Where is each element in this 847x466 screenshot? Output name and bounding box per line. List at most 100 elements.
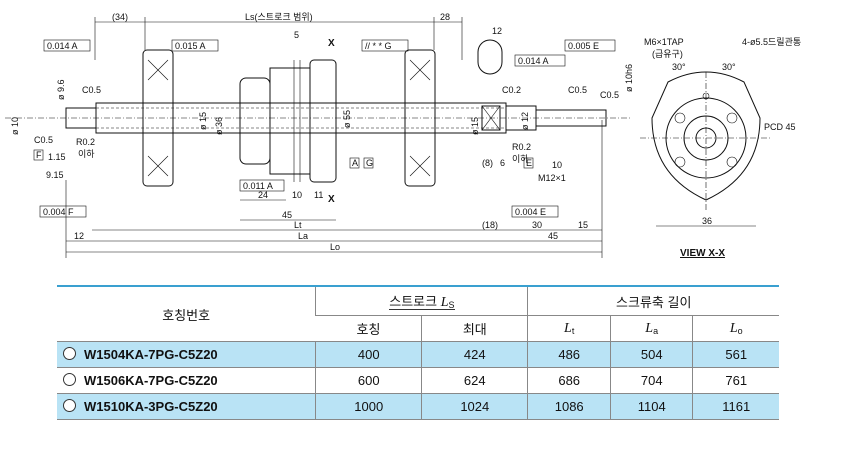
dim-lt: Lt (294, 220, 302, 230)
radio-button[interactable] (63, 373, 76, 386)
part-cell[interactable]: W1506KA-7PG-C5Z20 (57, 367, 316, 394)
tol-0004-f: 0.004 F (43, 207, 74, 217)
tol-0015-a: 0.015 A (175, 41, 206, 51)
la-cell: 504 (609, 341, 693, 368)
max-cell: 424 (421, 341, 528, 368)
header-la: La (609, 315, 693, 342)
datum-g: G (366, 158, 373, 168)
dim-6: 6 (500, 158, 505, 168)
section-x-top: X (328, 38, 335, 49)
dim-11: 11 (314, 190, 323, 200)
radio-button[interactable] (63, 399, 76, 412)
dim-5: 5 (294, 30, 299, 40)
radius-r02-right: R0.2 (512, 142, 531, 152)
part-cell[interactable]: W1510KA-3PG-C5Z20 (57, 393, 316, 420)
table-row[interactable]: W1504KA-7PG-C5Z20 400 424 486 504 561 (57, 341, 779, 368)
header-nominal: 호칭 (315, 315, 422, 342)
tap-label: M6×1TAP (644, 37, 684, 47)
radio-button[interactable] (63, 347, 76, 360)
drill-label: 4-ø5.5드릴관통 (742, 37, 801, 47)
radius-r02-left: R0.2 (76, 137, 95, 147)
spec-table: 호칭번호 스트로크 LS 스크류축 길이 호칭 최대 Lt La Lo W150… (57, 285, 779, 420)
pcd-label: PCD 45 (764, 122, 796, 132)
table-row[interactable]: W1510KA-3PG-C5Z20 1000 1024 1086 1104 11… (57, 393, 779, 420)
header-lo: Lo (692, 315, 779, 342)
dim-30: 30 (532, 220, 542, 230)
dim-12-top: 12 (492, 26, 502, 36)
dim-28: 28 (440, 12, 450, 22)
dia-15-right: ø 15 (470, 117, 480, 135)
dia-10h6: ø 10h6 (624, 64, 634, 92)
header-la-sym: L (645, 321, 654, 336)
header-part-no: 호칭번호 (57, 285, 316, 342)
nominal-cell: 400 (315, 341, 422, 368)
dia-10: ø 10 (10, 117, 20, 135)
dim-10-right: 10 (552, 160, 562, 170)
dim-36-view: 36 (702, 216, 712, 226)
dia-36: ø 36 (214, 117, 224, 135)
header-stroke: 스트로크 LS (315, 285, 528, 316)
dim-45-end: 45 (548, 231, 558, 241)
dia-15: ø 15 (198, 112, 208, 130)
dim-34: (34) (112, 12, 128, 22)
lt-cell: 1086 (527, 393, 611, 420)
dia-55: ø 55 (342, 110, 352, 128)
angle-30-left: 30° (672, 62, 686, 72)
dim-ls-range: Ls(스트로크 범위) (245, 12, 313, 22)
chamfer-c05-1: C0.5 (82, 85, 101, 95)
datum-e: E (526, 158, 532, 168)
dim-9-15: 9.15 (46, 170, 64, 180)
dim-lo: Lo (330, 242, 340, 252)
la-cell: 1104 (609, 393, 693, 420)
datum-f: F (36, 150, 42, 160)
header-stroke-sym: L (440, 295, 449, 310)
dim-15: 15 (578, 220, 588, 230)
tol-0014-a-right: 0.014 A (518, 56, 549, 66)
part-cell[interactable]: W1504KA-7PG-C5Z20 (57, 341, 316, 368)
lo-cell: 761 (692, 367, 779, 394)
la-cell: 704 (609, 367, 693, 394)
table-header-row-1: 호칭번호 스트로크 LS 스크류축 길이 (57, 285, 779, 342)
header-screw-length: 스크류축 길이 (527, 285, 779, 316)
header-stroke-label: 스트로크 (389, 294, 438, 309)
part-number: W1506KA-7PG-C5Z20 (84, 373, 218, 388)
lo-cell: 1161 (692, 393, 779, 420)
or-less-left: 이하 (78, 149, 95, 159)
dim-18: (18) (482, 220, 498, 230)
table-header-row-2: 호칭 최대 Lt La Lo (57, 315, 779, 342)
table-row[interactable]: W1506KA-7PG-C5Z20 600 624 686 704 761 (57, 367, 779, 394)
dim-24: 24 (258, 190, 268, 200)
view-xx-label: VIEW X-X (680, 248, 725, 259)
lo-cell: 561 (692, 341, 779, 368)
tol-0005-e: 0.005 E (568, 41, 599, 51)
datum-a: A (352, 158, 358, 168)
header-lt-sym: L (564, 321, 572, 336)
max-cell: 1024 (421, 393, 528, 420)
dim-45-nut: 45 (282, 210, 292, 220)
header-stroke-sub: S (448, 300, 455, 310)
max-cell: 624 (421, 367, 528, 394)
header-max: 최대 (421, 315, 528, 342)
dia-12: ø 12 (520, 112, 530, 130)
header-lo-sub: o (737, 326, 743, 336)
dim-10-nut: 10 (292, 190, 302, 200)
lt-cell: 686 (527, 367, 611, 394)
dim-la: La (298, 231, 308, 241)
section-x-bottom: X (328, 194, 335, 205)
header-lt: Lt (527, 315, 611, 342)
chamfer-c05-4: C0.5 (600, 90, 619, 100)
lt-cell: 486 (527, 341, 611, 368)
header-la-sub: a (653, 326, 659, 336)
tol-0004-e: 0.004 E (515, 207, 546, 217)
header-lo-sym: L (729, 321, 738, 336)
nominal-cell: 600 (315, 367, 422, 394)
tol-g: // * * G (365, 41, 392, 51)
dim-8: (8) (482, 158, 493, 168)
tap-sub: (급유구) (652, 49, 683, 59)
angle-30-right: 30° (722, 62, 736, 72)
chamfer-c05-2: C0.5 (34, 135, 53, 145)
tol-0014-a-left: 0.014 A (47, 41, 78, 51)
tol-0011-a: 0.011 A (243, 181, 273, 191)
header-lt-sub: t (571, 326, 575, 336)
dim-12-bottom: 12 (74, 231, 84, 241)
